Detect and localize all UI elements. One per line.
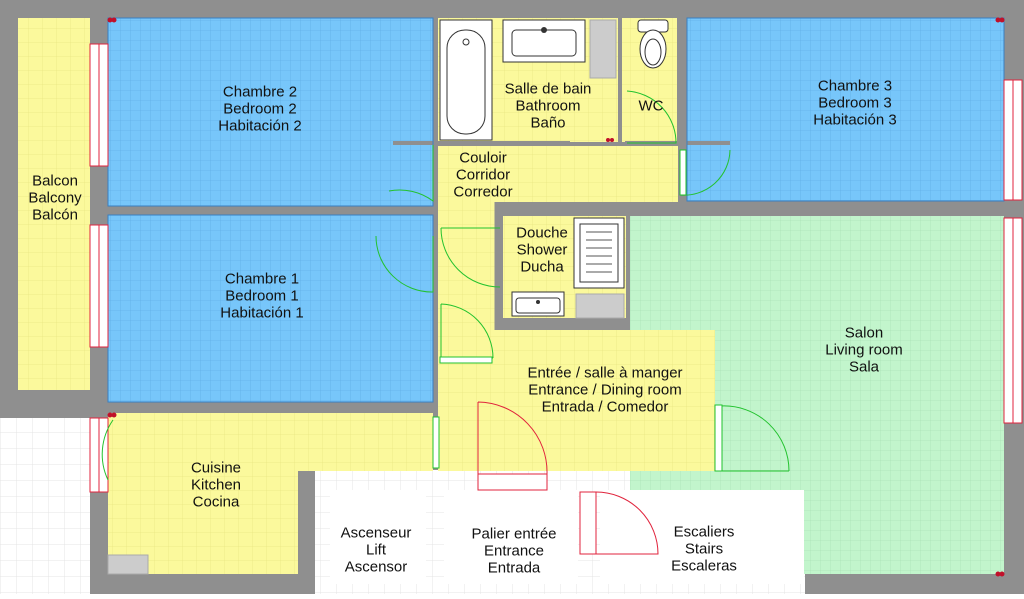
label-line: Balcony [28, 189, 82, 207]
label-line: Bedroom 3 [818, 94, 892, 112]
label-line: Escaleras [671, 557, 737, 575]
label-line: Bathroom [515, 97, 581, 115]
doors-interior [101, 90, 790, 481]
label-line: Palier entrée [471, 525, 557, 543]
label-line: Chambre 1 [224, 270, 300, 288]
label-line: Cocina [192, 493, 240, 511]
label-line: Shower [516, 241, 568, 259]
label-line: Baño [530, 114, 566, 132]
fixture-counter [575, 293, 625, 319]
room-bedroom-3 [687, 18, 1004, 201]
label-kitchen: Cuisine Kitchen Cocina [191, 460, 241, 511]
label-line: Habitación 1 [220, 304, 304, 322]
label-line: Balcon [32, 172, 78, 190]
label-line: Balcón [32, 206, 78, 224]
doors-entrance [477, 401, 659, 555]
label-line: Escaliers [673, 523, 735, 541]
label-line: Entrance [483, 542, 545, 560]
room-stairs [600, 490, 804, 584]
room-balcony [18, 18, 90, 390]
label-living-room: Salon Living room Sala [825, 325, 903, 376]
label-wc: WC [639, 98, 664, 115]
label-line: Cuisine [190, 459, 242, 477]
label-line: Salle de bain [504, 80, 592, 98]
label-stairs: Escaliers Stairs Escaleras [671, 524, 737, 575]
label-line: Living room [825, 341, 903, 359]
label-line: Ducha [520, 258, 564, 276]
label-line: Ascensor [344, 558, 408, 576]
label-landing: Palier entrée Entrance Entrada [471, 526, 556, 577]
label-line: Habitación 3 [813, 111, 897, 129]
corner-markers [107, 17, 1005, 577]
room-lift [330, 490, 426, 584]
label-bedroom-1: Chambre 1 Bedroom 1 Habitación 1 [220, 271, 303, 322]
room-bedroom-2 [108, 18, 433, 206]
fixture-bathtub [439, 19, 493, 141]
label-line: Lift [365, 541, 386, 559]
room-landing [444, 490, 578, 584]
label-line: Couloir [459, 149, 507, 167]
label-line: Entrada [487, 559, 541, 577]
label-shower: Douche Shower Ducha [516, 225, 568, 276]
label-line: Corridor [455, 166, 511, 184]
fixture-toilet [637, 19, 669, 69]
fixture-cabinet [589, 19, 617, 79]
room-kitchen [108, 413, 433, 574]
windows [89, 43, 1023, 555]
label-line: Entrance / Dining room [528, 381, 682, 399]
room-entrance-dining-lower [438, 362, 497, 471]
label-line: Entrada / Comedor [541, 398, 669, 416]
label-bedroom-2: Chambre 2 Bedroom 2 Habitación 2 [218, 84, 301, 135]
label-line: Chambre 3 [817, 77, 893, 95]
label-line: WC [638, 97, 664, 115]
label-line: Ascenseur [340, 524, 412, 542]
label-lift: Ascenseur Lift Ascensor [341, 525, 412, 576]
label-line: Corredor [453, 183, 513, 201]
label-line: Habitación 2 [218, 117, 302, 135]
label-line: Chambre 2 [222, 83, 298, 101]
fixture-sink-bathroom [502, 19, 586, 63]
room-bedroom-1 [108, 215, 433, 402]
label-line: Bedroom 2 [223, 100, 297, 118]
label-bedroom-3: Chambre 3 Bedroom 3 Habitación 3 [813, 78, 896, 129]
label-line: Stairs [684, 540, 724, 558]
label-entrance-dining: Entrée / salle à manger Entrance / Dinin… [527, 365, 682, 416]
label-line: Kitchen [190, 476, 242, 494]
fixture-shower-tray [573, 217, 625, 289]
label-corridor: Couloir Corridor Corredor [453, 150, 512, 201]
label-line: Salon [844, 324, 884, 342]
label-balcony: Balcon Balcony Balcón [28, 173, 81, 224]
room-corridor [438, 146, 678, 202]
label-line: Sala [848, 358, 880, 376]
label-line: Douche [516, 224, 568, 242]
label-line: Bedroom 1 [225, 287, 299, 305]
fixture-kitchen-appliance [107, 554, 149, 575]
fixture-sink-shower [511, 291, 565, 317]
label-line: Entrée / salle à manger [527, 364, 683, 382]
label-bathroom: Salle de bain Bathroom Baño [505, 81, 592, 132]
